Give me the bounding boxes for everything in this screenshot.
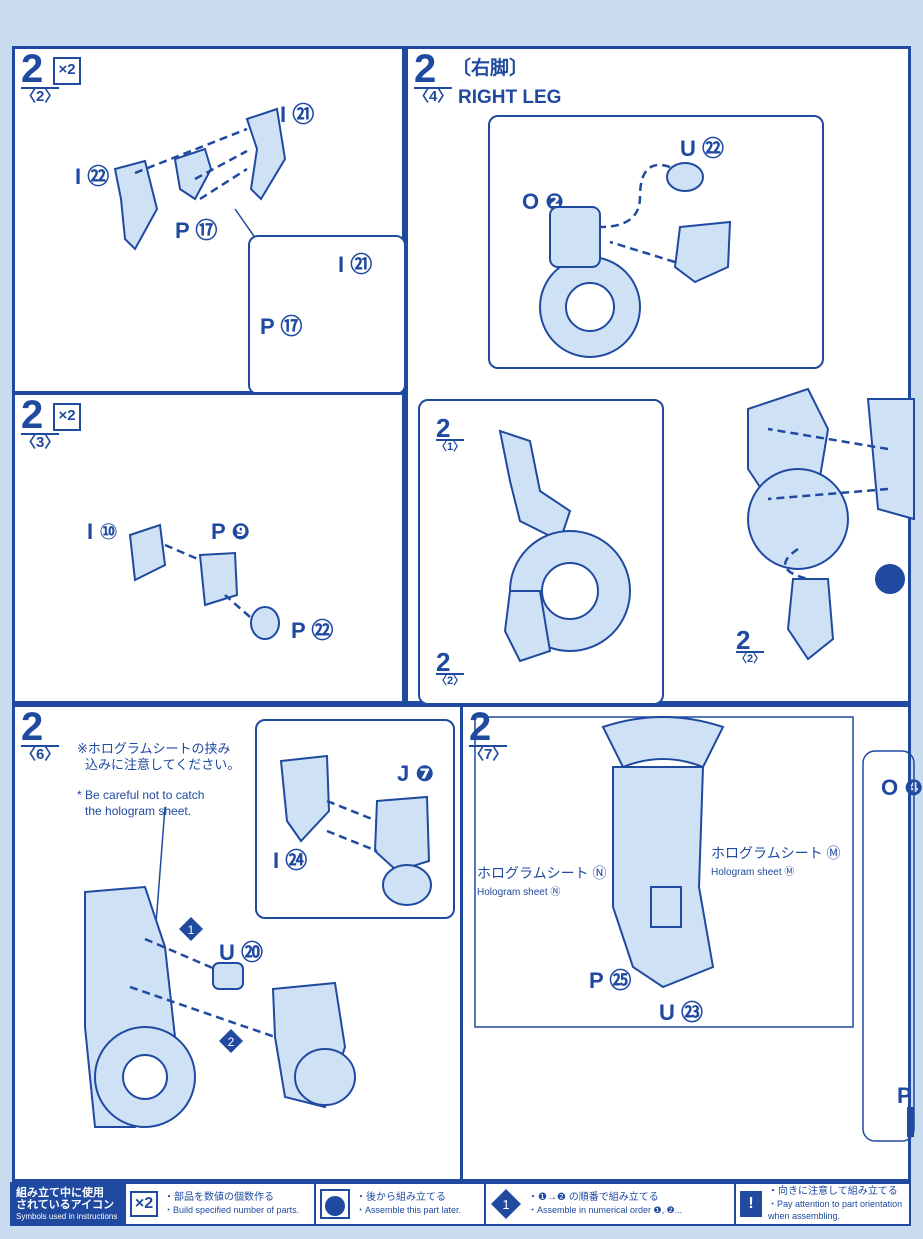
sequence-marker-2: 2: [228, 1035, 235, 1049]
part-diagram: [128, 523, 280, 640]
label-u20: U ⑳: [219, 940, 264, 965]
legend-orientation-en2: when assembling.: [768, 1211, 841, 1221]
detail-inset-top: U ㉒ O ❷: [488, 115, 824, 369]
step-number: 2: [21, 47, 44, 91]
ref-step-number: 2: [436, 413, 451, 443]
legend-header-jp1: 組み立て中に使用: [16, 1187, 104, 1199]
legend-x2-en: ・Build specified number of parts.: [164, 1205, 300, 1215]
legend-sequence-jp: ・❶→❷ の順番で組み立てる: [528, 1192, 659, 1203]
quantity-x2-badge: ×2: [53, 57, 81, 85]
part-diagram: 1 2: [84, 806, 356, 1128]
part-diagram-top: [539, 162, 732, 358]
part-diagram-bottom: [498, 429, 631, 663]
hologram-m-en: Hologram sheet Ⓜ: [711, 867, 795, 878]
section-title-jp: 〔右脚〕: [452, 58, 529, 79]
note-jp-line2: 込みに注意してください。: [85, 757, 241, 772]
step-sub-number: 〈3〉: [21, 433, 60, 451]
step-2-3-panel: 2 〈3〉 ×2 I ⑩ P ❾ P ㉒: [12, 392, 405, 704]
hologram-m-jp: ホログラムシート Ⓜ: [711, 845, 841, 861]
legend-sequence-en: ・Assemble in numerical order ❶, ❷...: [528, 1205, 683, 1215]
step-2-4-panel: 2 〈4〉 〔右脚〕 RIGHT LEG U ㉒ O ❷ 2 〈1〉 2 〈2〉: [405, 46, 915, 705]
ref-step-sub: 〈2〉: [736, 651, 765, 665]
legend-later: ・後から組み立てる ・Assemble this part later.: [314, 1184, 484, 1224]
label-j7: J ❼: [397, 761, 434, 786]
assemble-later-icon: [320, 1189, 350, 1219]
svg-text:1: 1: [502, 1197, 509, 1212]
label-p17: P ⑰: [175, 218, 218, 243]
step-2-6-panel: 2 〈6〉 ※ホログラムシートの挟み 込みに注意してください。 * Be car…: [12, 704, 463, 1182]
label-p9: P ❾: [211, 519, 251, 544]
hologram-n-en: Hologram sheet Ⓝ: [477, 887, 561, 898]
label-o4: O ❹: [881, 775, 923, 800]
legend-sequence: 1 ・❶→❷ の順番で組み立てる ・Assemble in numerical …: [484, 1184, 734, 1224]
detail-inset-bottom: 2 〈1〉 2 〈2〉: [418, 399, 664, 705]
legend-orientation: ! ・向きに注意して組み立てる ・Pay attention to part o…: [734, 1184, 909, 1224]
step-sub-number: 〈7〉: [469, 745, 508, 763]
ref-step-sub: 〈1〉: [436, 439, 465, 453]
detail-inset: J ❼ I ㉔: [255, 719, 455, 919]
step-number: 2: [21, 393, 44, 437]
step-number: 2: [21, 705, 44, 749]
legend-orientation-jp: ・向きに注意して組み立てる: [768, 1186, 898, 1197]
legend-later-en: ・Assemble this part later.: [356, 1205, 462, 1215]
detail-inset: I ㉑ P ⑰: [248, 235, 406, 395]
section-title-en: RIGHT LEG: [458, 87, 562, 108]
legend-orientation-en1: ・Pay attention to part orientation: [768, 1199, 903, 1209]
ref-step-sub: 〈2〉: [436, 673, 465, 687]
legend-x2: ×2 ・部品を数値の個数作る ・Build specified number o…: [124, 1184, 314, 1224]
legend-header-jp2: されているアイコン: [16, 1199, 115, 1211]
step-sub-number: 〈6〉: [21, 745, 60, 763]
part-diagram-main: [747, 387, 915, 661]
label-i10: I ⑩: [87, 519, 118, 544]
note-en-line1: * Be careful not to catch: [77, 788, 205, 802]
warning-icon: !: [740, 1191, 762, 1217]
ref-step-number: 2: [436, 647, 451, 677]
sequence-marker-1: 1: [188, 923, 195, 937]
symbol-legend: 組み立て中に使用 されているアイコン Symbols used in instr…: [10, 1182, 911, 1226]
label-u22: U ㉒: [680, 136, 725, 161]
quantity-x2-badge: ×2: [53, 403, 81, 431]
legend-later-jp: ・後から組み立てる: [356, 1192, 446, 1203]
step-2-7-panel: 2 〈7〉 ホログラムシート Ⓝ Hologram sheet Ⓝ ホログラムシ…: [460, 704, 923, 1182]
note-jp-line1: ※ホログラムシートの挟み: [77, 741, 231, 756]
legend-header-en: Symbols used in instructions: [16, 1212, 118, 1221]
label-i24: I ㉔: [273, 848, 308, 873]
legend-x2-jp: ・部品を数値の個数作る: [164, 1192, 274, 1203]
part-diagram: [474, 716, 915, 1142]
step-number: 2: [414, 47, 437, 91]
inset-diagram: [279, 754, 432, 906]
ref-step-number: 2: [736, 625, 751, 655]
step-sub-number: 〈4〉: [414, 87, 453, 105]
x2-icon: ×2: [130, 1191, 158, 1217]
step-sub-number: 〈2〉: [21, 87, 60, 105]
label-p22: P ㉒: [291, 618, 334, 643]
sequence-icon: 1: [491, 1189, 521, 1219]
label-i22: I ㉒: [75, 164, 110, 189]
step-2-2-panel: 2 〈2〉 ×2 I ㉑ I ㉒ P ⑰ I ㉑ P ⑰: [12, 46, 406, 395]
label-u23: U ㉓: [659, 1000, 704, 1025]
inset-label-i21: I ㉑: [338, 252, 373, 277]
label-i21: I ㉑: [280, 102, 315, 127]
legend-header: 組み立て中に使用 されているアイコン Symbols used in instr…: [12, 1184, 124, 1224]
label-p25: P ㉕: [589, 968, 632, 993]
hologram-n-jp: ホログラムシート Ⓝ: [477, 865, 607, 881]
inset-label-p17: P ⑰: [260, 314, 303, 339]
label-p: P: [897, 1083, 912, 1108]
